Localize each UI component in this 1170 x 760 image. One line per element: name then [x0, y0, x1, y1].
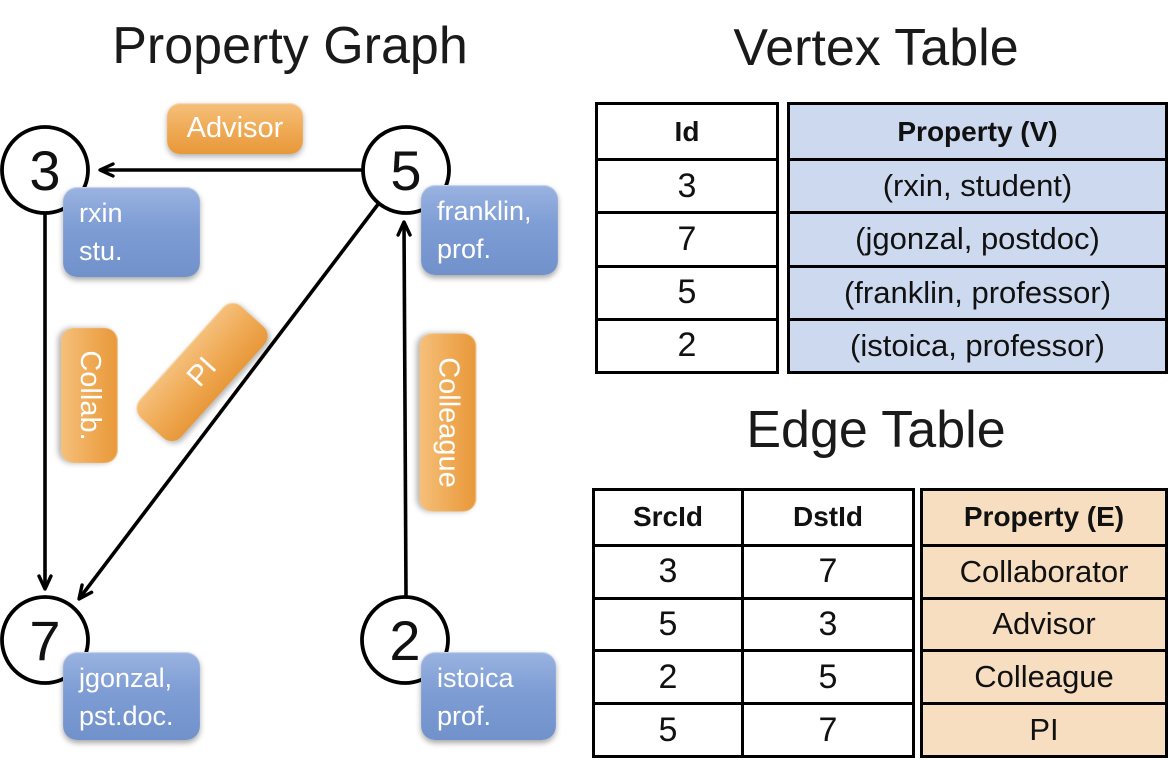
edge-table-property-cell: Advisor [923, 596, 1165, 650]
vertex-table-id-column: Id 3 7 5 2 [595, 102, 779, 374]
edge-table-title: Edge Table [746, 401, 1006, 459]
node-property-line: jgonzal, [79, 663, 173, 693]
node-property-line: istoica [437, 663, 514, 693]
edge-table-property-cell: Collaborator [923, 543, 1165, 597]
vertex-table-id-cell: 7 [598, 211, 776, 264]
node-id-5: 5 [390, 138, 422, 202]
edge-table-dst-cell: 7 [744, 702, 912, 755]
edge-label-collab: Collab. [61, 328, 118, 463]
edge-table-property-column: Property (E) Collaborator Advisor Collea… [920, 488, 1168, 758]
vertex-table-property-cell: (franklin, professor) [790, 264, 1165, 318]
edge-table-src-cell: 3 [595, 543, 744, 597]
node-property-box-2: istoica prof. [421, 652, 556, 740]
edge-table-property-cell: PI [923, 702, 1165, 755]
edge-arrow-5-to-7 [77, 201, 381, 601]
edge-arrow-2-to-5 [396, 220, 412, 597]
node-property-line: rxin [79, 198, 123, 228]
vertex-table-id-cell: 2 [598, 317, 776, 371]
edge-table-srcid-header: SrcId [595, 491, 744, 544]
node-property-line: prof. [437, 701, 492, 731]
edge-table-property-header: Property (E) [963, 501, 1125, 533]
edge-table-src-cell: 5 [595, 702, 744, 755]
node-property-line: prof. [437, 234, 492, 264]
edge-table-dst-cell: 5 [744, 649, 912, 702]
edge-table-dstid-header: DstId [793, 501, 863, 533]
vertex-table-property-column: Property (V) (rxin, student) (jgonzal, p… [787, 102, 1168, 374]
edge-label-advisor: Advisor [167, 103, 303, 154]
vertex-table-property-header: Property (V) [897, 115, 1058, 147]
vertex-table-id-cell: 3 [598, 158, 776, 211]
node-property-box-5: franklin, prof. [421, 185, 558, 275]
node-property-line: stu. [79, 236, 123, 266]
edge-table-dst-cell: 7 [744, 543, 912, 597]
edge-table-dst-cell: 3 [744, 596, 912, 650]
node-property-line: pst.doc. [79, 701, 174, 731]
edge-table-src-cell: 5 [595, 596, 744, 650]
node-property-box-3: rxin stu. [63, 187, 200, 277]
node-property-line: franklin, [437, 196, 532, 226]
vertex-table-property-cell: (rxin, student) [790, 158, 1165, 211]
edge-table-id-columns: SrcId DstId 3 7 5 3 2 5 5 7 [592, 488, 915, 758]
property-graph-title: Property Graph [112, 17, 468, 75]
vertex-table-title: Vertex Table [733, 19, 1019, 77]
node-id-2: 2 [389, 608, 421, 672]
vertex-table-id-header: Id [674, 115, 700, 147]
edge-table-property-cell: Colleague [923, 649, 1165, 702]
vertex-table-property-cell: (jgonzal, postdoc) [790, 211, 1165, 264]
node-id-7: 7 [29, 608, 61, 672]
edge-table-src-cell: 2 [595, 649, 744, 703]
node-property-box-7: jgonzal, pst.doc. [63, 652, 200, 740]
vertex-table-id-cell: 5 [598, 264, 776, 318]
edge-label-colleague: Colleague [419, 333, 477, 512]
node-id-3: 3 [29, 138, 61, 202]
vertex-table-property-cell: (istoica, professor) [790, 317, 1165, 371]
